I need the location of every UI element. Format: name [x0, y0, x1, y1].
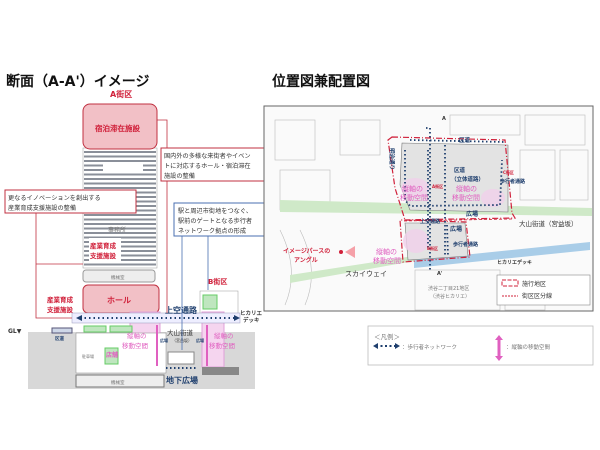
map-section-mark-a: A [442, 116, 446, 122]
label-gl: GL▼ [8, 328, 22, 335]
svg-text:産業育成支援施設の整備: 産業育成支援施設の整備 [8, 204, 76, 212]
map-label-skyway: スカイウェイ [345, 270, 387, 278]
map-vertical-a1-2: 移動空間 [400, 193, 428, 202]
map-label-hikarie-deck: ヒカリエデッキ [497, 259, 532, 266]
hotel-block [82, 103, 158, 150]
svg-text:施設の整備: 施設の整備 [164, 172, 195, 180]
floor-stripe [84, 160, 156, 162]
label-elevated-passage: 上空通路 [165, 305, 198, 315]
svg-text:施行地区: 施行地区 [522, 280, 546, 288]
map-label-pedestrian-path-2: 歩行者通路 [453, 241, 479, 248]
pedestrian-network [404, 127, 506, 270]
label-industry-lower-2: 支援施設 [46, 305, 74, 314]
map-label-block-c: C街区 [503, 169, 514, 175]
label-ward-road: 区道 [55, 335, 64, 342]
legend: ＜凡例＞ ：歩行者ネットワーク ：縦軸の移動空間 [367, 325, 594, 366]
label-office: 事務所 [108, 226, 126, 234]
map-label-oyama-street: 大山街道（宮益坂） [519, 219, 578, 228]
label-block-a: A街区 [110, 89, 132, 99]
map-label-shibuya21-1: 渋谷二丁目21地区 [428, 285, 469, 292]
map-label-pedestrian-path-1: 歩行者通路 [500, 178, 526, 185]
label-machine-room: 機械室 [111, 274, 125, 281]
label-shop: 店舗 [106, 351, 118, 359]
label-vertical-axis-b-2: 移動空間 [209, 341, 235, 350]
map-title: 位置図兼配置図 [272, 73, 370, 90]
floor-stripe [84, 227, 156, 230]
label-hikarie-deck-2: デッキ [243, 316, 260, 324]
map-vertical-a2-2: 移動空間 [452, 193, 480, 202]
callout-innovation: 更なるイノベーションを創出する 産業育成支援施設の整備 [4, 189, 137, 319]
legend-pedestrian-network: ：歩行者ネットワーク [402, 343, 457, 351]
floor-stripe [84, 223, 156, 225]
label-underground-plaza: 地下広場 [166, 375, 198, 385]
svg-text:ネットワーク拠点の形成: ネットワーク拠点の形成 [178, 227, 246, 235]
machine-room [82, 269, 156, 283]
map-vertical-a2-1: 縦軸の [456, 184, 477, 193]
map-label-ward-road: 区道 [459, 136, 471, 144]
map-label-block-a: A街区 [432, 183, 443, 189]
label-hall: ホール [107, 296, 131, 305]
label-machine-room-b1: 機械室 [111, 379, 125, 386]
label-vertical-axis-b-1: 縦軸の [214, 331, 234, 340]
map-label-block-b: B街区 [427, 245, 438, 251]
floor-stripe [84, 173, 156, 176]
label-plaza-2: 広場 [196, 337, 204, 343]
label-industry-lower-1: 産業育成 [47, 295, 74, 304]
project-area-boundary [387, 136, 517, 263]
map-vertical-b-1: 縦軸の [376, 247, 397, 256]
map-label-elevated-passage: 上空通路 [420, 218, 441, 225]
label-industry-upper-1: 産業育成 [90, 241, 117, 250]
map-label-ward-road-3d-1: 区道 [454, 166, 466, 174]
label-vertical-axis-a-1: 縦軸の [127, 331, 147, 340]
legend-vertical-space: ：縦軸の移動空間 [506, 343, 551, 351]
map-vertical-a1-1: 縦軸の [402, 184, 423, 193]
legend-title: ＜凡例＞ [374, 332, 400, 341]
map-label-ward-road-3d-2: （立体道路） [451, 175, 484, 183]
block-a [399, 142, 509, 213]
svg-text:駅と周辺市街地をつなぐ、: 駅と周辺市街地をつなぐ、 [178, 207, 252, 215]
map-label-shibuya21-2: （渋谷ヒカリエ） [430, 293, 470, 300]
label-plaza-1: 広場 [160, 337, 168, 343]
floor-stripe [84, 155, 156, 158]
label-block-b: B街区 [208, 277, 227, 286]
floor-stripe [84, 218, 156, 221]
skyway [290, 255, 420, 283]
map-vertical-b-2: 移動空間 [373, 256, 401, 265]
floor-stripe [84, 178, 156, 180]
floor-stripe [84, 232, 156, 234]
label-parking: 駐車場 [82, 353, 94, 359]
floor-stripe [84, 263, 156, 266]
section-title: 断面（A-A'）イメージ [6, 73, 150, 90]
map-label-meiji-dori: 明治通り [388, 148, 396, 170]
map-inset-legend: 施行地区 街区区分線 [496, 274, 591, 306]
svg-text:国内外の多様な来街者やイベン: 国内外の多様な来街者やイベン [164, 152, 251, 160]
map-section-mark-a-prime: A' [437, 271, 443, 277]
label-hikarie-deck-1: ヒカリエ [240, 310, 263, 317]
floor-stripe [84, 236, 156, 239]
label-vertical-axis-a-2: 移動空間 [122, 341, 148, 350]
floor-stripe [84, 151, 156, 153]
floor-stripe [84, 182, 156, 185]
svg-text:更なるイノベーションを創出する: 更なるイノベーションを創出する [8, 194, 101, 202]
label-hotel: 宿泊滞在施設 [95, 123, 140, 133]
floor-stripe [84, 187, 156, 189]
floor-stripe [84, 214, 156, 216]
svg-text:トに対応するホール・宿泊滞在: トに対応するホール・宿泊滞在 [164, 162, 251, 170]
map-label-image-angle-1: イメージパースの [283, 247, 330, 255]
map-label-plaza-1: 広場 [466, 210, 478, 218]
svg-text:街区区分線: 街区区分線 [522, 292, 552, 300]
hikarie-deck [414, 242, 590, 268]
label-oyama-street: 大山街道 [167, 328, 194, 337]
map-label-plaza-2: 広場 [450, 225, 462, 233]
map-label-image-angle-2: アングル [294, 256, 318, 264]
svg-text:駅前のゲートとなる歩行者: 駅前のゲートとなる歩行者 [178, 217, 252, 225]
label-industry-upper-2: 支援施設 [89, 251, 117, 260]
